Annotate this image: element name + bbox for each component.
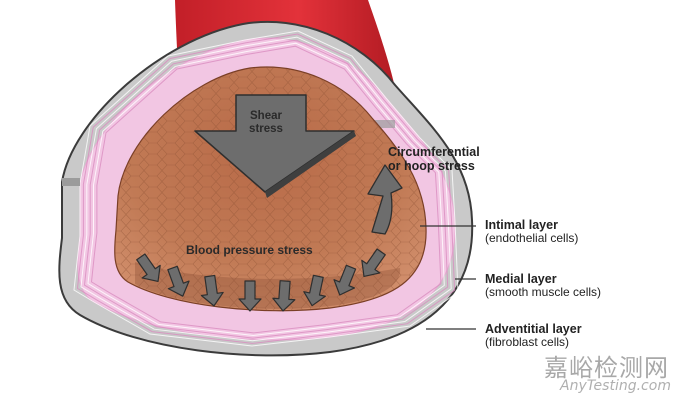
adventitial-layer-label: Adventitial layer (fibroblast cells) [485,322,582,349]
intimal-layer-label: Intimal layer (endothelial cells) [485,218,578,245]
blood-pressure-arrows [136,248,386,312]
blood-pressure-label: Blood pressure stress [186,243,313,257]
medial-subtitle: (smooth muscle cells) [485,285,602,299]
cut-face-left [62,178,80,186]
intimal-title: Intimal layer [485,218,558,232]
pressure-arrow [361,248,386,278]
intimal-subtitle: (endothelial cells) [485,231,579,245]
pressure-arrow [303,274,326,307]
adventitial-subtitle: (fibroblast cells) [485,335,570,349]
pressure-arrow [200,274,224,307]
pressure-arrow [167,265,190,297]
circumferential-label: Circumferential or hoop stress [388,145,480,174]
fiber-line [90,45,442,334]
lumen-lower-band [135,262,401,309]
fiber-line [87,42,445,337]
pressure-arrow [238,280,262,312]
fiber-line [73,30,459,347]
circumferential-arrow [367,164,403,235]
medial-layer-label: Medial layer (smooth muscle cells) [485,272,601,299]
pressure-arrow [333,264,357,296]
pressure-arrow [136,253,161,283]
pressure-arrow [272,280,296,312]
medial-title: Medial layer [485,272,557,286]
shear-stress-label: Shear stress [249,110,283,136]
fiber-line [76,33,456,344]
shear-arrow-shadow [265,131,356,198]
adventitial-title: Adventitial layer [485,322,582,336]
medial-ring-fibers [73,30,459,347]
watermark-en: AnyTesting.com [560,378,671,394]
fiber-line [80,36,452,342]
fiber-line [83,39,449,339]
watermark-cn: 嘉峪检测网 [544,354,669,382]
